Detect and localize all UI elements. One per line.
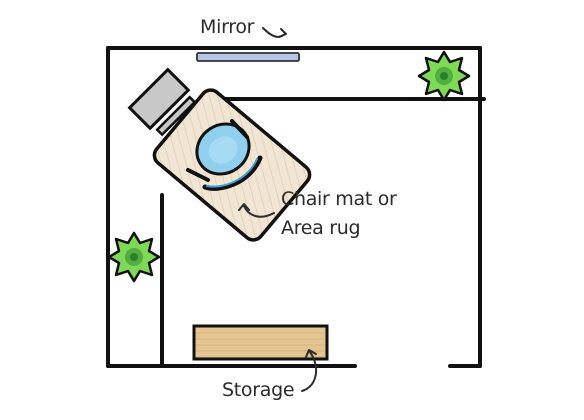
rug-label-line1: Chair mat or [281,188,397,210]
curved-arrow-head [238,203,250,211]
curved-arrow-head [278,28,287,38]
curved-arrow-head [305,349,317,358]
walls [106,46,486,368]
curved-arrow-icon [243,205,275,218]
rug-label-line2: Area rug [281,217,360,239]
plant-icon [417,50,471,102]
monitor-icon [127,67,197,137]
curved-arrow-icon [301,351,318,392]
office-chair-icon [186,119,263,191]
mirror [196,52,300,62]
mirror-label: Mirror [200,16,255,38]
storage-label: Storage [222,379,294,401]
plant-icon [107,231,161,283]
storage-unit [192,324,329,361]
